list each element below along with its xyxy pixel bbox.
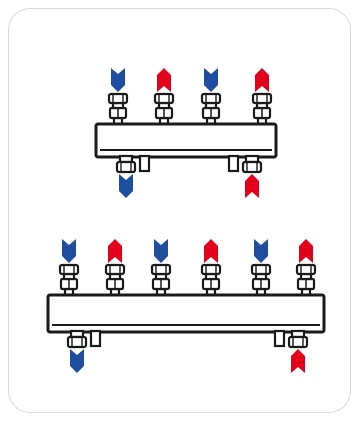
top-supply-arrow — [255, 68, 269, 92]
drain-stub — [273, 329, 286, 348]
top-fitting — [295, 263, 317, 298]
bottom-fitting — [66, 329, 88, 349]
top-supply-arrow — [108, 239, 122, 263]
top-fitting — [200, 92, 222, 127]
top-return-arrow — [62, 239, 76, 263]
bottom-fitting — [287, 329, 309, 349]
manifold-bar — [46, 293, 326, 334]
drain-stub — [138, 154, 151, 173]
top-return-arrow — [154, 239, 168, 263]
bottom-fitting — [115, 154, 137, 174]
manifold-4-way — [94, 68, 278, 198]
top-fitting — [58, 263, 80, 298]
bottom-right-supply-arrow — [291, 349, 305, 373]
drain-stub — [227, 154, 240, 173]
top-fitting — [153, 92, 175, 127]
manifold-bar — [94, 122, 278, 159]
top-fitting — [250, 263, 272, 298]
top-fitting — [200, 263, 222, 298]
top-return-arrow — [111, 68, 125, 92]
top-supply-arrow — [204, 239, 218, 263]
drain-stub — [89, 329, 102, 348]
manifold-6-way — [46, 239, 326, 373]
top-fitting — [104, 263, 126, 298]
top-fitting — [150, 263, 172, 298]
bottom-left-return-arrow — [70, 349, 84, 373]
top-return-arrow — [204, 68, 218, 92]
top-fitting — [251, 92, 273, 127]
bottom-right-supply-arrow — [245, 174, 259, 198]
bottom-left-return-arrow — [119, 174, 133, 198]
top-return-arrow — [254, 239, 268, 263]
top-supply-arrow — [157, 68, 171, 92]
top-fitting — [107, 92, 129, 127]
bottom-fitting — [241, 154, 263, 174]
top-supply-arrow — [299, 239, 313, 263]
